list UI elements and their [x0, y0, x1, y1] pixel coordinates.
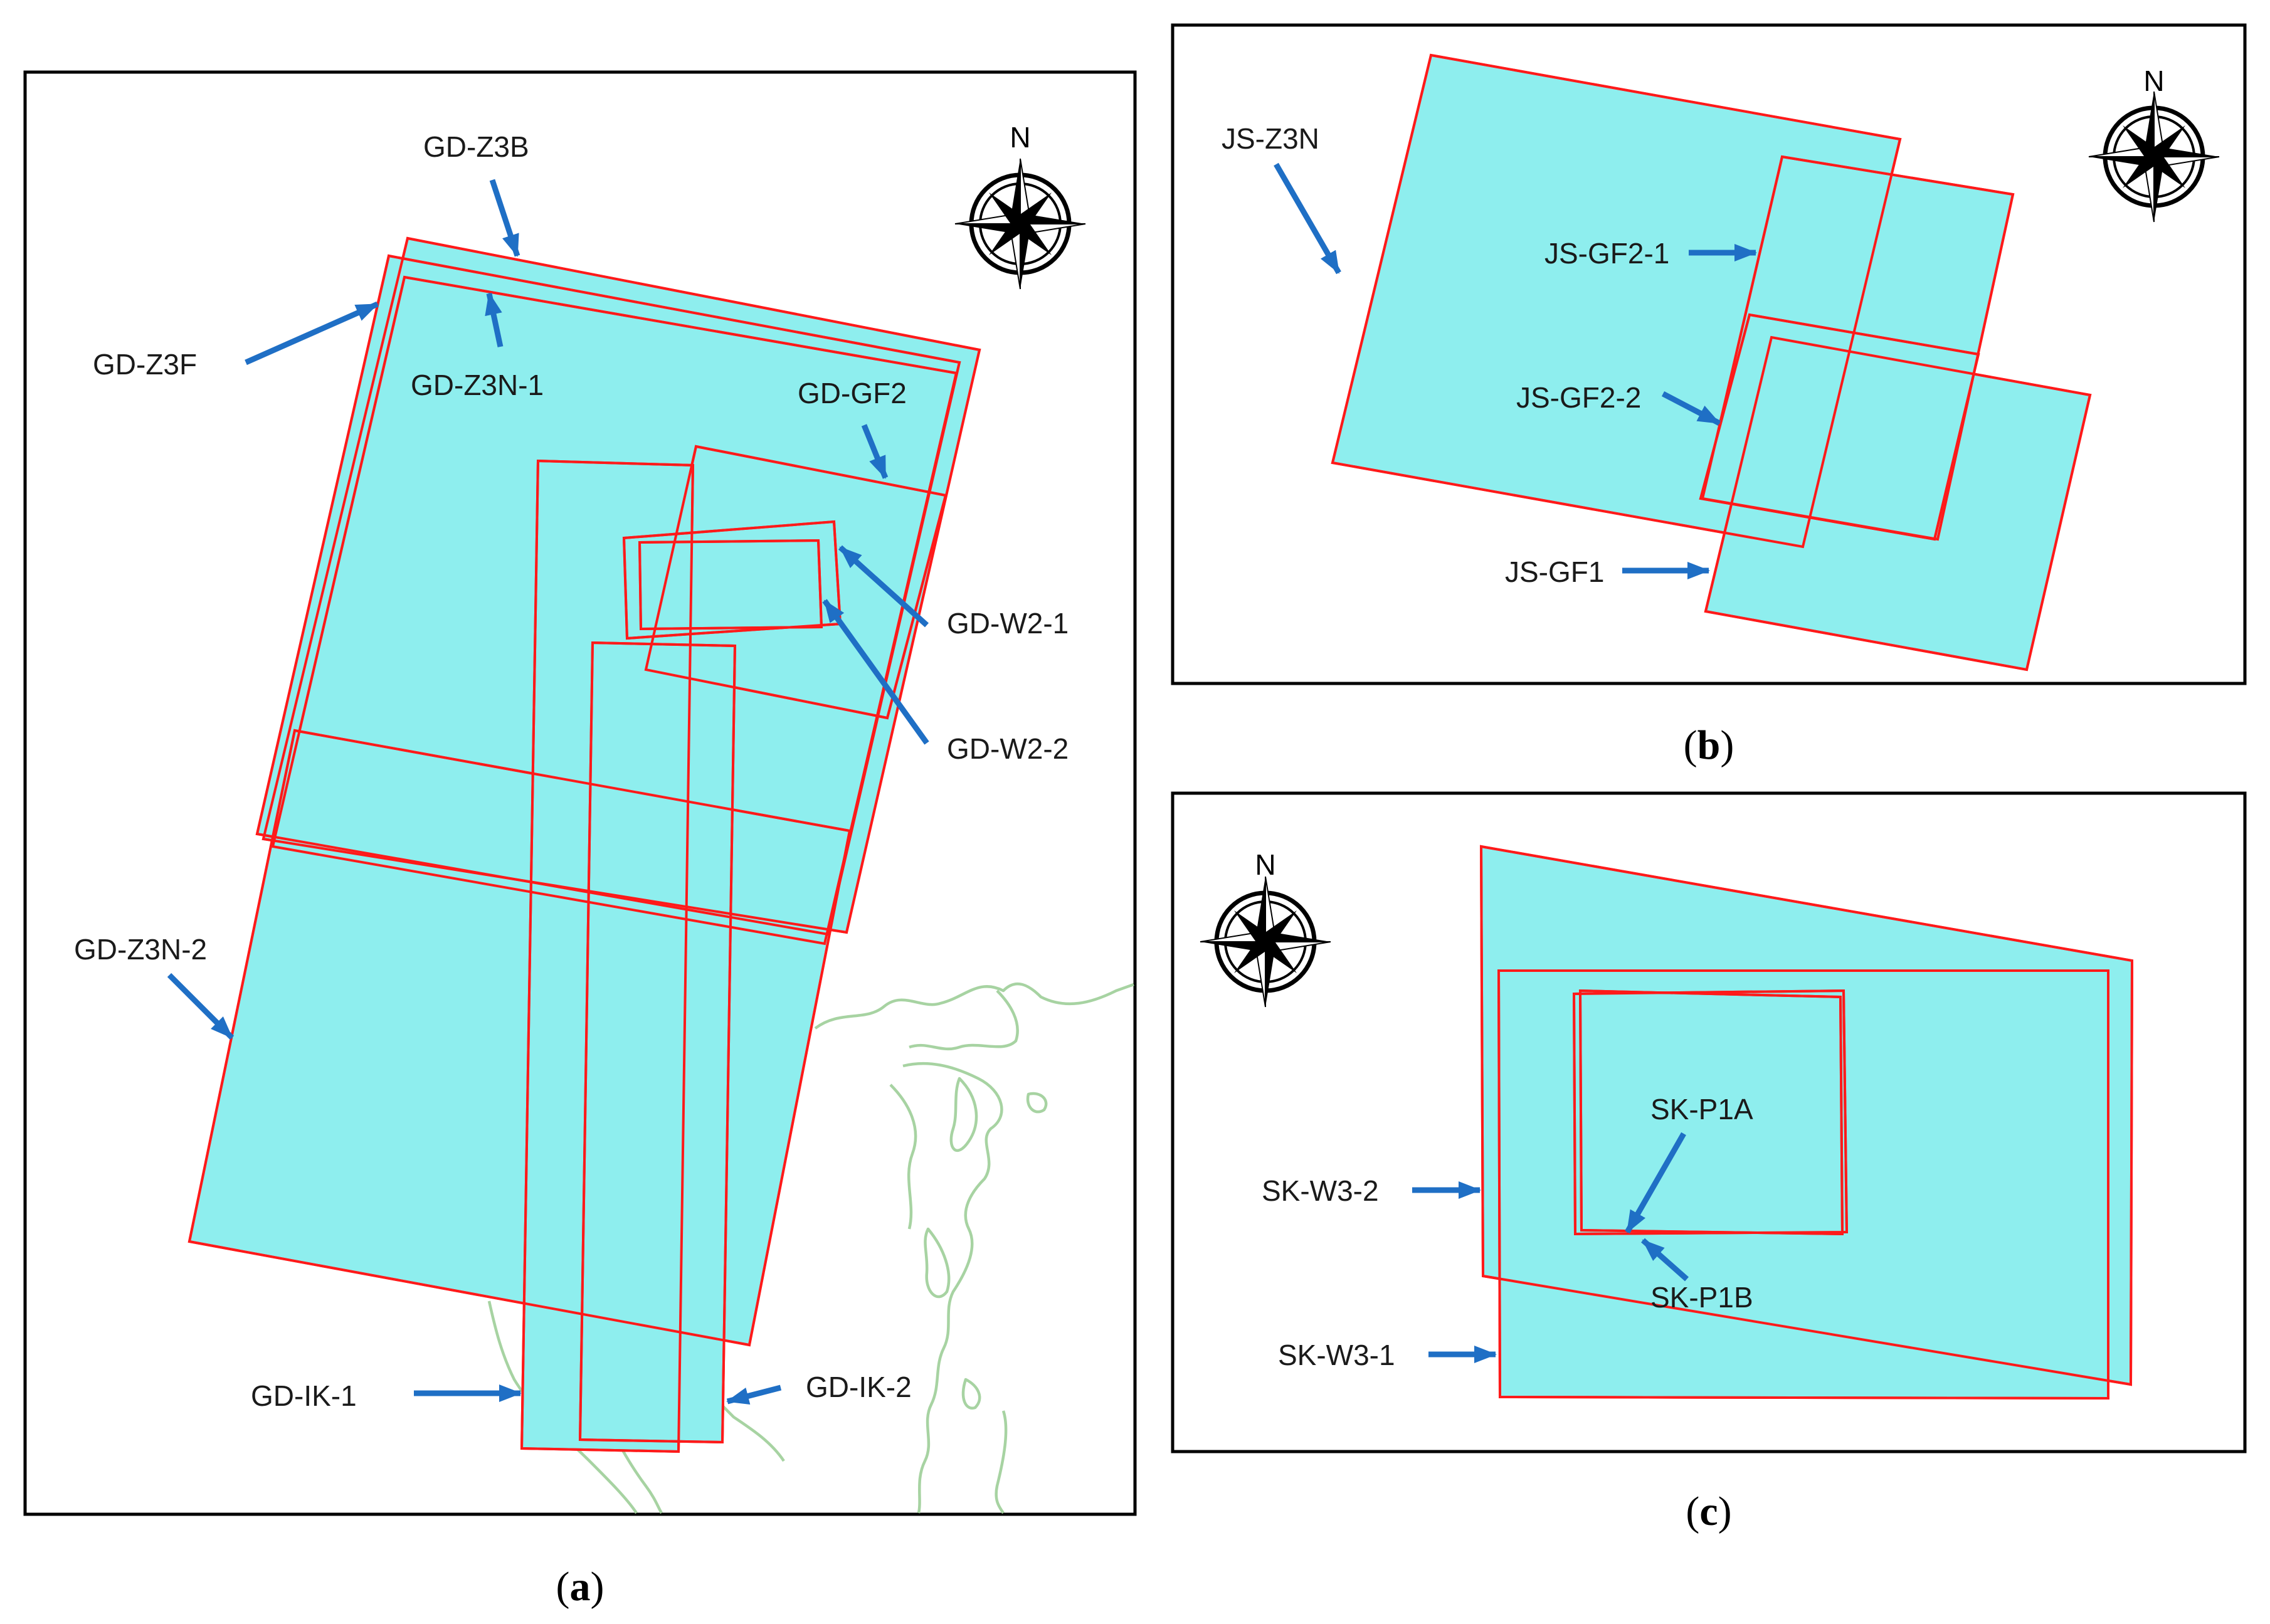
label-gd-z3f: GD-Z3F — [93, 348, 197, 381]
outline-gd-ik-2 — [578, 641, 737, 1444]
arrows-a — [167, 179, 929, 1405]
outline-sk-p1a — [1572, 989, 1849, 1236]
arrows-c — [1412, 1132, 1689, 1363]
panel-a-caption: (a) — [556, 1564, 604, 1610]
label-gd-ik-2: GD-IK-2 — [806, 1371, 912, 1403]
label-js-gf2-2: JS-GF2-2 — [1516, 381, 1641, 414]
outline-gd-gf2 — [644, 445, 948, 720]
north-label: N — [2143, 65, 2164, 97]
outline-gd-z3n-2 — [187, 729, 852, 1347]
label-sk-p1a: SK-P1A — [1650, 1093, 1753, 1126]
outline-js-gf1 — [1704, 335, 2092, 672]
panel-c-caption: (c) — [1686, 1489, 1731, 1534]
outline-js-gf2-2 — [1699, 313, 1980, 541]
outline-sk-w3-2 — [1479, 845, 2134, 1386]
panel-c: N SK-P1A SK-W3-2 SK-P1B SK-W3-1 (c) — [1171, 791, 2247, 1534]
arrow-icon — [838, 545, 929, 628]
arrow-icon — [485, 292, 504, 347]
arrows-b — [1274, 162, 1757, 579]
panel-b: N JS-Z3N JS-GF2-1 JS-GF2-2 JS-GF1 (b) — [1171, 23, 2247, 768]
arrow-icon — [489, 179, 520, 257]
arrow-icon — [1641, 1238, 1689, 1282]
outline-sk-p1b — [1578, 989, 1844, 1236]
footprint-gd-z3n-2 — [187, 729, 852, 1347]
outline-js-z3n — [1331, 53, 1902, 549]
arrow-icon — [1274, 162, 1341, 275]
label-sk-w3-2: SK-W3-2 — [1262, 1174, 1379, 1207]
outline-gd-z3n-1 — [271, 275, 958, 946]
outline-gd-w2-2 — [638, 539, 823, 631]
north-label: N — [1255, 848, 1275, 881]
footprints-b — [1331, 53, 2092, 672]
panel-b-caption: (b) — [1684, 722, 1734, 768]
label-js-gf2-1: JS-GF2-1 — [1544, 237, 1669, 270]
label-gd-w2-2: GD-W2-2 — [947, 732, 1069, 765]
panel-a: N GD-Z3B GD-Z3F GD-Z3N-1 GD-GF2 GD-W2-1 … — [23, 70, 1137, 1610]
label-sk-p1b: SK-P1B — [1650, 1281, 1753, 1314]
arrow-icon — [245, 301, 379, 366]
arrow-icon — [822, 599, 929, 745]
label-gd-z3n-1: GD-Z3N-1 — [411, 369, 544, 401]
label-js-z3n: JS-Z3N — [1222, 122, 1319, 155]
arrow-icon — [861, 424, 889, 479]
label-sk-w3-1: SK-W3-1 — [1278, 1339, 1395, 1371]
label-js-gf1: JS-GF1 — [1505, 556, 1604, 588]
label-gd-gf2: GD-GF2 — [798, 377, 907, 409]
arrow-icon — [167, 973, 235, 1040]
arrow-icon — [1625, 1132, 1686, 1234]
arrow-icon — [1661, 391, 1721, 426]
label-gd-w2-1: GD-W2-1 — [947, 607, 1069, 640]
footprint-gd-w2-2 — [638, 539, 823, 631]
label-gd-z3n-2: GD-Z3N-2 — [74, 933, 207, 966]
label-gd-z3b: GD-Z3B — [423, 130, 529, 163]
outline-sk-w3-1 — [1497, 969, 2109, 1400]
outline-gd-z3b — [261, 236, 981, 934]
outline-js-gf2-1 — [1701, 155, 2015, 541]
outline-gd-ik-1 — [520, 459, 695, 1453]
label-gd-ik-1: GD-IK-1 — [251, 1379, 357, 1412]
footprints-a — [187, 236, 981, 1453]
footprint-gd-ik-2 — [578, 641, 737, 1444]
arrow-icon — [726, 1384, 782, 1405]
north-label: N — [1010, 121, 1030, 154]
